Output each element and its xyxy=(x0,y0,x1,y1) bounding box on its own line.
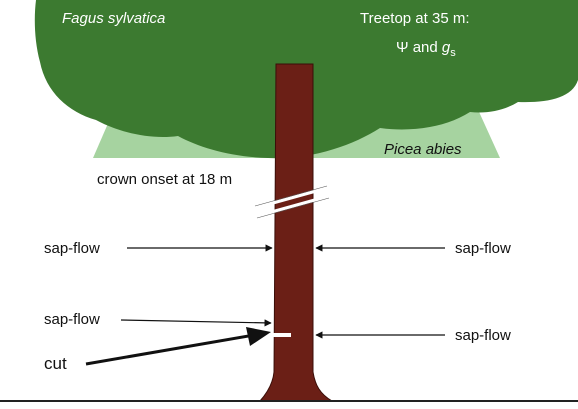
sapflow-upper-right-label: sap-flow xyxy=(455,240,511,257)
cut-mark xyxy=(271,333,291,337)
treetop-height-label: Treetop at 35 m: xyxy=(360,10,470,27)
sapflow-lower-left-arrow xyxy=(120,319,272,327)
spruce-species-label: Picea abies xyxy=(384,141,462,158)
sapflow-lower-left-label: sap-flow xyxy=(44,311,100,328)
crown-onset-mark xyxy=(254,186,328,210)
crown-onset-mark xyxy=(256,194,330,218)
cut-arrow xyxy=(85,332,261,366)
crown-onset-mark-outline xyxy=(254,185,328,207)
beech-species-label: Fagus sylvatica xyxy=(62,10,165,27)
sapflow-lower-right-label: sap-flow xyxy=(455,327,511,344)
treetop-variables-label: Ψ and gs xyxy=(396,39,456,59)
sapflow-upper-left-label: sap-flow xyxy=(44,240,100,257)
treetop-g-subscript: s xyxy=(450,47,456,59)
cut-label: cut xyxy=(44,354,67,373)
crown-onset-mark-outline xyxy=(256,197,330,219)
treetop-g-text: g xyxy=(442,39,451,56)
crown-onset-label: crown onset at 18 m xyxy=(97,171,232,188)
treetop-psi-text: Ψ and xyxy=(396,39,442,56)
cut-arrowhead xyxy=(246,327,271,346)
